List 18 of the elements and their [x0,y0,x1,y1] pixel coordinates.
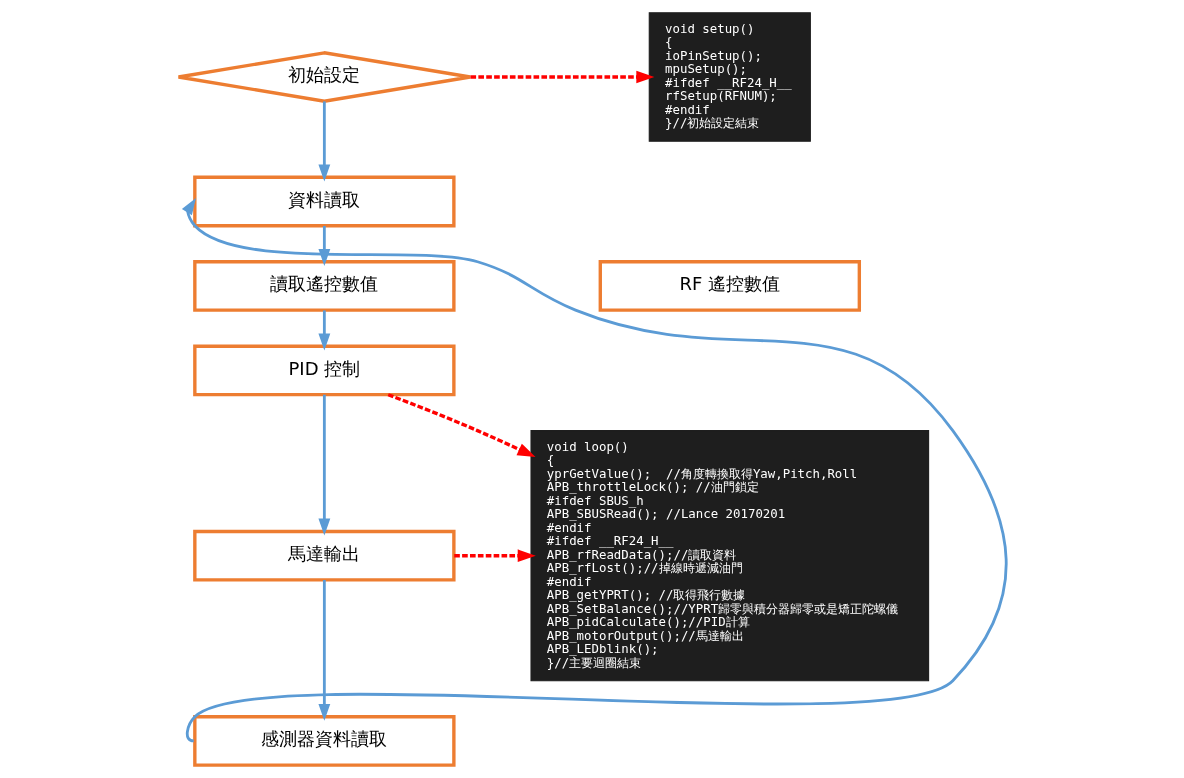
node-box: RF 遙控數值 [598,260,861,312]
node-box: 感測器資料讀取 [192,715,456,767]
arrow [453,549,536,562]
node-diamond: 初始設定 [176,51,472,103]
node-box: PID 控制 [192,344,456,397]
arrow [317,394,330,536]
arrow [317,310,330,351]
node-box: void loop() { yprGetValue(); //角度轉換取得Yaw,Pitch,Roll APB_throttleLock(); //油門鎖定 #ifdef SBUS_h APB_SBUSRead(); //Lance 20170201 #endif #ifdef __RF24_H__ APB_rfReadData();//讀取資料 APB_rfLost();//掉線時遞減油門 #endif APB_getYPRT(); //取得飛行數據 APB_SetBalance();//YPRT歸零與積分器歸零或是矯正陀螺儀 APB_pidCalculate();//PID計算 APB_motorOutput();//馬達輸出 APB_LEDblink(); }//主要迴圈結束 [529,430,929,682]
node-box: 資料讀取 [192,175,456,228]
node-box: 馬達輸出 [192,529,456,582]
node-box: void setup() { ioPinSetup(); mpuSetup(); #ifdef __RF24_H__ rfSetup(RFNUM); #endif }//初始設定結束 [648,12,811,142]
arrow [317,101,330,182]
arrow [469,70,654,84]
arrow [181,197,1007,742]
arrow [317,580,330,721]
arrow [317,225,330,266]
node-box: 讀取遙控數值 [192,260,456,312]
arrow [387,393,536,457]
